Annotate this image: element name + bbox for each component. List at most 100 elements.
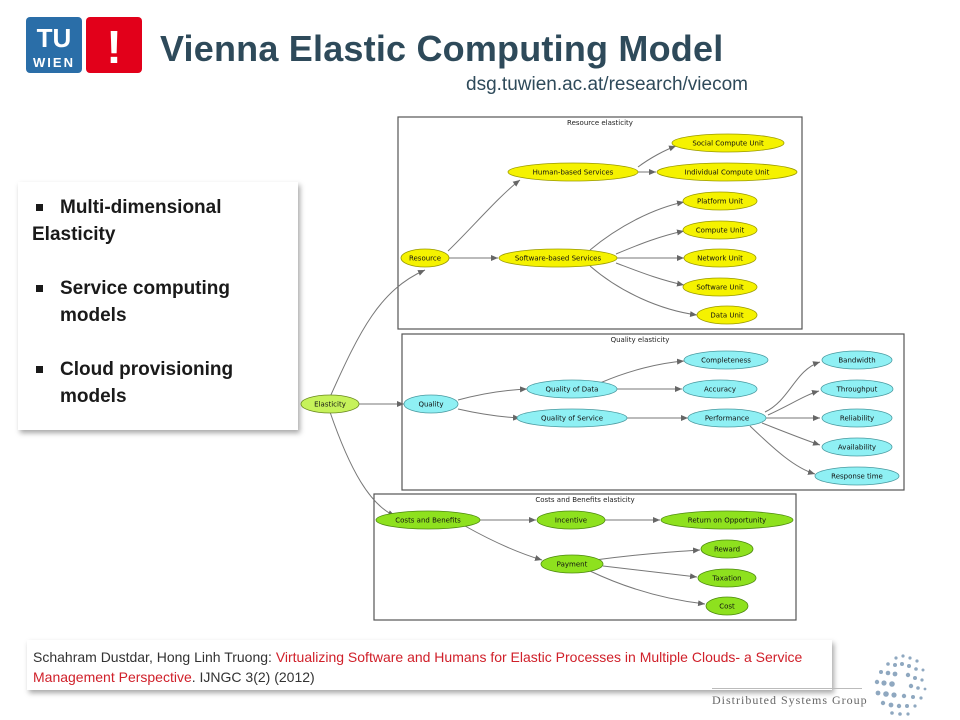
edge — [457, 408, 521, 421]
edge — [637, 145, 677, 168]
bullet-square-icon — [36, 204, 43, 211]
node-availability — [821, 437, 893, 457]
edge — [761, 422, 821, 446]
bullet-item: Cloud provisioning models — [32, 356, 298, 410]
svg-text:Cost: Cost — [719, 603, 735, 611]
svg-text:Individual Compute Unit: Individual Compute Unit — [685, 169, 770, 177]
resource-elasticity-label: Resource elasticity — [567, 119, 633, 127]
bullet-item: Multi-dimensional Elasticity — [32, 197, 222, 245]
node-quality-of-service — [516, 408, 628, 428]
reference-paper-link[interactable]: Virtualizing Software and Humans for Ela… — [33, 649, 803, 685]
node-platform-unit — [682, 191, 758, 211]
node-cost — [705, 596, 749, 616]
node-accuracy — [682, 379, 758, 399]
node-quality-of-data — [526, 379, 618, 399]
node-elasticity — [300, 394, 360, 414]
node-quality — [403, 394, 459, 414]
svg-text:Payment: Payment — [557, 561, 588, 569]
node-software-unit — [682, 277, 758, 297]
node-human-based-services — [507, 162, 639, 182]
svg-text:Taxation: Taxation — [711, 575, 741, 583]
node-response-time — [814, 466, 900, 486]
svg-text:Resource: Resource — [409, 255, 441, 263]
edge — [589, 570, 706, 607]
edge — [764, 361, 821, 413]
node-compute-unit — [682, 220, 758, 240]
node-return-on-opportunity — [660, 510, 794, 530]
bullet-list: Multi-dimensional Elasticity Service com… — [18, 182, 298, 410]
node-reliability — [821, 408, 893, 428]
svg-text:Availability: Availability — [838, 444, 876, 452]
page-title: Vienna Elastic Computing Model — [160, 28, 724, 69]
node-taxation — [697, 568, 757, 588]
node-payment — [540, 554, 604, 574]
node-throughput — [820, 379, 894, 399]
svg-text:Return on Opportunity: Return on Opportunity — [688, 517, 766, 525]
node-individual-compute-unit — [656, 162, 798, 182]
edge — [329, 269, 426, 398]
svg-text:Quality of Service: Quality of Service — [541, 415, 603, 423]
svg-text:Platform Unit: Platform Unit — [697, 198, 743, 206]
svg-text:Elasticity: Elasticity — [314, 401, 346, 409]
tu-wien-logo: TU WIEN ! — [26, 17, 142, 73]
edge — [594, 547, 701, 561]
edge — [457, 386, 528, 401]
node-social-compute-unit — [671, 133, 785, 153]
svg-text:Performance: Performance — [705, 415, 749, 423]
svg-text:Response time: Response time — [831, 473, 883, 481]
bullet-item: Service computing models — [32, 275, 298, 329]
edge — [329, 411, 396, 517]
edge — [602, 565, 698, 580]
node-performance — [687, 408, 767, 428]
svg-text:Quality of Data: Quality of Data — [546, 386, 599, 394]
logo-wien-text: WIEN — [33, 55, 75, 70]
svg-text:Software-based Services: Software-based Services — [515, 255, 602, 263]
edge — [767, 390, 820, 416]
reference-venue: . IJNGC 3(2) (2012) — [191, 669, 315, 685]
svg-text:Completeness: Completeness — [701, 357, 751, 365]
edge — [589, 265, 698, 318]
node-incentive — [536, 510, 606, 530]
node-network-unit — [683, 248, 757, 268]
svg-text:Bandwidth: Bandwidth — [838, 357, 875, 365]
svg-text:Social Compute Unit: Social Compute Unit — [692, 140, 764, 148]
bullet-list-box: Multi-dimensional Elasticity Service com… — [18, 182, 298, 430]
edge — [615, 229, 685, 255]
node-costs-and-benefits — [375, 510, 481, 530]
logo-exclamation-text: ! — [106, 21, 121, 73]
node-data-unit — [696, 305, 758, 325]
quality-elasticity-label: Quality elasticity — [611, 336, 670, 344]
dsg-group-name: Distributed Systems Group — [712, 693, 868, 707]
svg-text:Incentive: Incentive — [555, 517, 587, 525]
svg-text:Accuracy: Accuracy — [704, 386, 736, 394]
svg-text:Data Unit: Data Unit — [710, 312, 743, 320]
node-reward — [700, 539, 754, 559]
dsg-dots-logo-icon — [874, 654, 927, 716]
edge — [599, 358, 685, 384]
costs-elasticity-label: Costs and Benefits elasticity — [535, 496, 634, 504]
page-subtitle-url: dsg.tuwien.ac.at/research/viecom — [466, 74, 748, 95]
logo-tu-text: TU — [37, 23, 72, 53]
edge — [447, 179, 521, 252]
node-bandwidth — [821, 350, 893, 370]
footer-divider — [712, 688, 862, 689]
svg-text:Compute Unit: Compute Unit — [696, 227, 745, 235]
bullet-square-icon — [36, 285, 43, 292]
bullet-square-icon — [36, 366, 43, 373]
node-software-based-services — [498, 248, 618, 268]
elasticity-graph-diagram: .grp { fill:#fff; stroke:#555; stroke-wi… — [300, 116, 905, 621]
svg-text:Throughput: Throughput — [836, 386, 878, 394]
svg-text:Network Unit: Network Unit — [697, 255, 743, 263]
edge — [464, 525, 543, 561]
edge — [615, 262, 685, 287]
svg-text:Human-based Services: Human-based Services — [533, 169, 614, 177]
edge — [589, 200, 685, 251]
svg-text:Reliability: Reliability — [840, 415, 874, 423]
svg-text:Software Unit: Software Unit — [696, 284, 744, 292]
svg-text:Quality: Quality — [418, 401, 443, 409]
node-resource — [400, 248, 450, 268]
svg-text:Reward: Reward — [714, 546, 740, 554]
svg-text:Costs and Benefits: Costs and Benefits — [395, 517, 461, 525]
node-completeness — [683, 350, 769, 370]
reference-citation-box: Schahram Dustdar, Hong Linh Truong: Virt… — [27, 640, 832, 690]
